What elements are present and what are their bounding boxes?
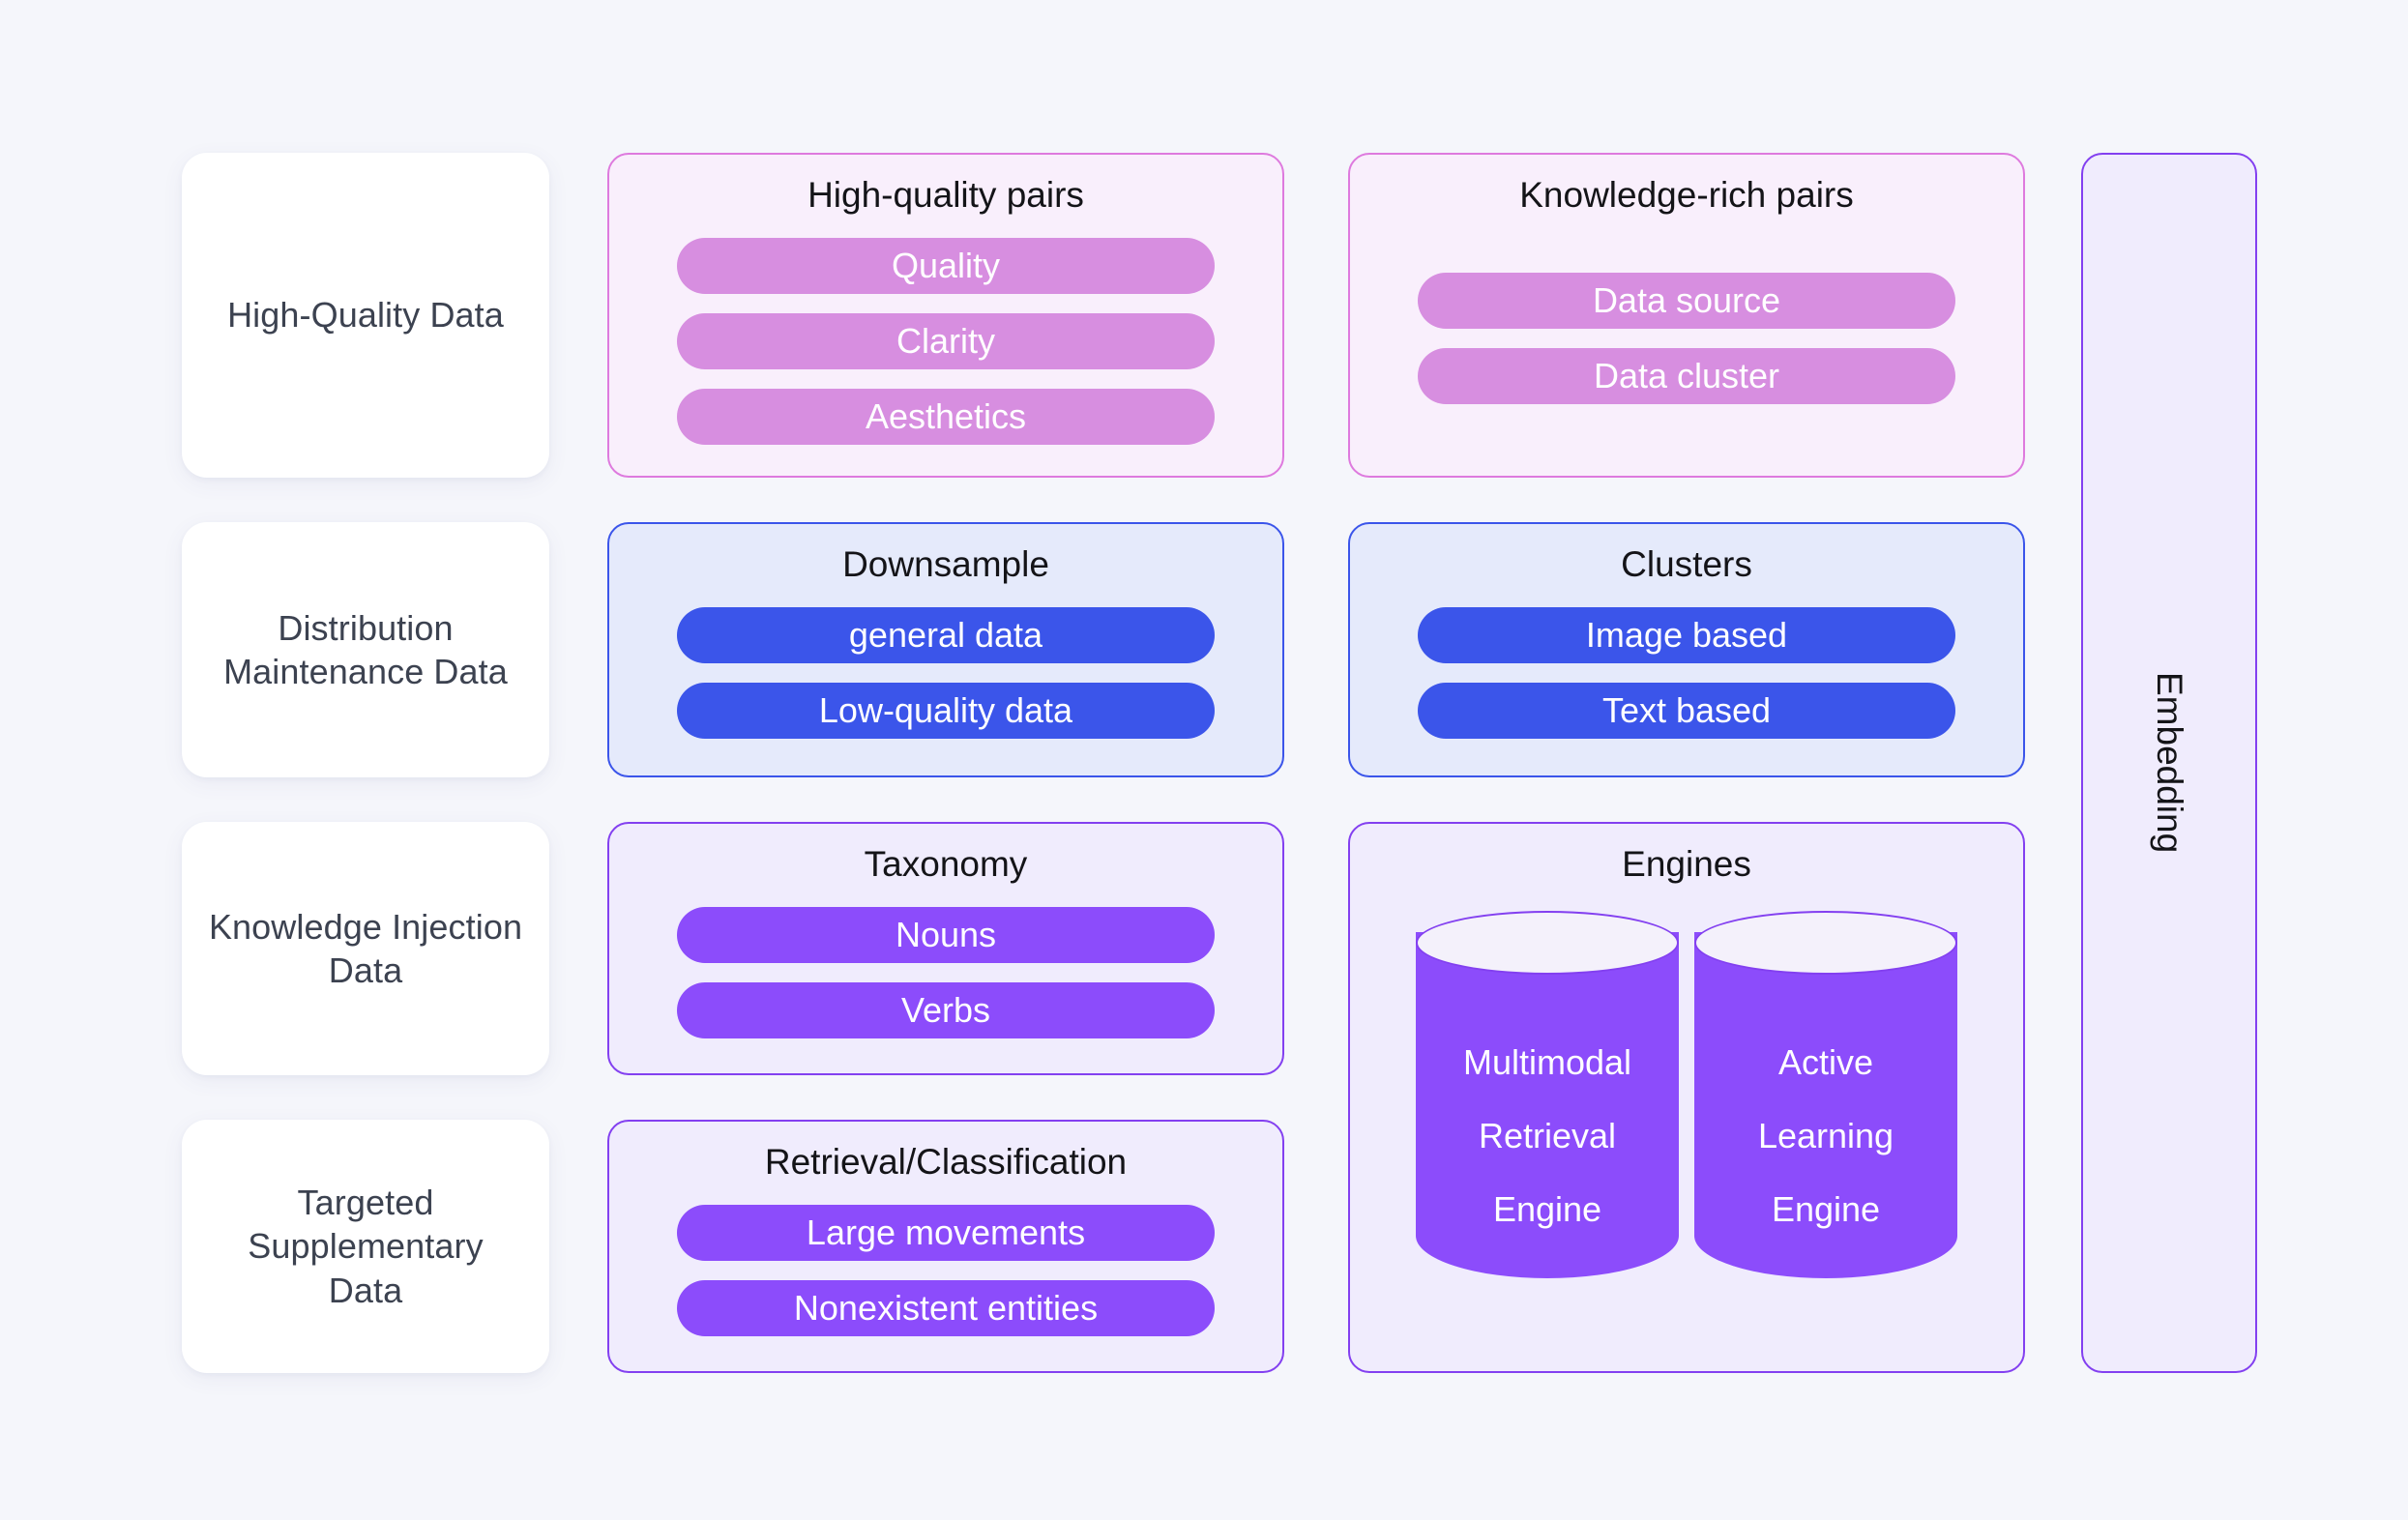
- pill-nonexistent-entities[interactable]: Nonexistent entities: [677, 1280, 1215, 1337]
- cylinder-multimodal-retrieval-engine[interactable]: Multimodal Retrieval Engine: [1416, 911, 1679, 1279]
- pill-large-movements[interactable]: Large movements: [677, 1205, 1215, 1262]
- panel-retrieval-classification: Retrieval/Classification Large movements…: [607, 1120, 1284, 1373]
- cylinder-body: [1416, 932, 1679, 1279]
- pill-text-based[interactable]: Text based: [1418, 683, 1955, 740]
- category-card-label: Knowledge Injection Data: [208, 906, 523, 990]
- cylinder-body: [1694, 932, 1957, 1279]
- embedding-label: Embedding: [2150, 672, 2189, 854]
- cylinder-top-ellipse: [1694, 911, 1957, 976]
- category-card-high-quality-data[interactable]: High-Quality Data: [182, 153, 549, 478]
- pill-nouns[interactable]: Nouns: [677, 907, 1215, 964]
- pill-quality[interactable]: Quality: [677, 238, 1215, 295]
- pill-low-quality-data[interactable]: Low-quality data: [677, 683, 1215, 740]
- pill-clarity[interactable]: Clarity: [677, 313, 1215, 370]
- pill-data-cluster[interactable]: Data cluster: [1418, 348, 1955, 405]
- panel-downsample: Downsample general data Low-quality data: [607, 522, 1284, 777]
- category-card-targeted-supplementary-data[interactable]: Targeted Supplementary Data: [182, 1120, 549, 1373]
- pill-verbs[interactable]: Verbs: [677, 982, 1215, 1039]
- panel-taxonomy: Taxonomy Nouns Verbs: [607, 822, 1284, 1075]
- pill-image-based[interactable]: Image based: [1418, 607, 1955, 664]
- cylinder-group: Multimodal Retrieval Engine Active Learn…: [1350, 911, 2023, 1279]
- category-card-label: Distribution Maintenance Data: [223, 607, 508, 691]
- embedding-column[interactable]: Embedding: [2081, 153, 2257, 1373]
- panel-high-quality-pairs: High-quality pairs Quality Clarity Aesth…: [607, 153, 1284, 478]
- cylinder-active-learning-engine[interactable]: Active Learning Engine: [1694, 911, 1957, 1279]
- panel-clusters: Clusters Image based Text based: [1348, 522, 2025, 777]
- category-card-label: High-Quality Data: [227, 295, 504, 336]
- panel-title: Taxonomy: [864, 844, 1028, 884]
- cylinder-top-ellipse: [1416, 911, 1679, 976]
- category-card-knowledge-injection-data[interactable]: Knowledge Injection Data: [182, 822, 549, 1075]
- category-card-distribution-maintenance-data[interactable]: Distribution Maintenance Data: [182, 522, 549, 777]
- pill-data-source[interactable]: Data source: [1418, 273, 1955, 330]
- pill-aesthetics[interactable]: Aesthetics: [677, 389, 1215, 446]
- category-card-label: Targeted Supplementary Data: [248, 1182, 484, 1310]
- panel-title: Knowledge-rich pairs: [1519, 175, 1854, 215]
- panel-title: High-quality pairs: [808, 175, 1084, 215]
- panel-title: Downsample: [842, 544, 1049, 584]
- panel-title: Clusters: [1621, 544, 1752, 584]
- pill-general-data[interactable]: general data: [677, 607, 1215, 664]
- panel-engines: Engines Multimodal Retrieval Engine Acti…: [1348, 822, 2025, 1373]
- panel-title: Engines: [1622, 844, 1751, 884]
- panel-knowledge-rich-pairs: Knowledge-rich pairs Data source Data cl…: [1348, 153, 2025, 478]
- panel-title: Retrieval/Classification: [764, 1142, 1128, 1182]
